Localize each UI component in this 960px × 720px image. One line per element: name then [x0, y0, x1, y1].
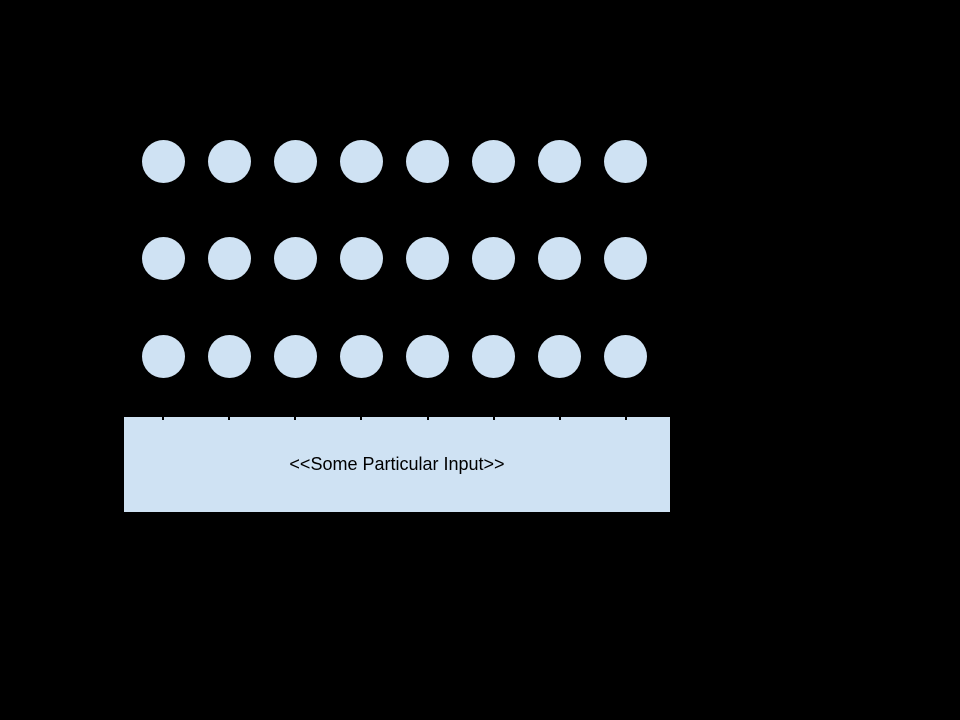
- connector-tick: [294, 416, 297, 420]
- network-node: [472, 139, 516, 183]
- network-node: [538, 334, 582, 378]
- network-node: [472, 237, 516, 280]
- network-node: [141, 139, 185, 183]
- network-node: [604, 139, 648, 183]
- network-node: [538, 237, 582, 280]
- network-node: [207, 139, 251, 183]
- connector-tick: [162, 416, 164, 420]
- network-node: [339, 237, 383, 280]
- network-node: [406, 334, 450, 378]
- network-node: [273, 237, 317, 280]
- connector-tick: [492, 416, 495, 420]
- network-node: [207, 334, 251, 378]
- network-node: [141, 334, 185, 378]
- input-box: <<Some Particular Input>>: [124, 416, 670, 512]
- connector-tick: [360, 416, 363, 420]
- network-node: [406, 237, 450, 280]
- network-node: [339, 334, 383, 378]
- input-box-label: <<Some Particular Input>>: [289, 453, 505, 474]
- network-node: [273, 334, 317, 378]
- network-node: [604, 334, 648, 378]
- network-node: [273, 139, 317, 183]
- connector-tick: [228, 416, 231, 420]
- network-node: [207, 237, 251, 280]
- network-node: [472, 334, 516, 378]
- network-node: [141, 237, 185, 280]
- network-node: [538, 139, 582, 183]
- connector-tick: [426, 416, 429, 420]
- network-node: [604, 237, 648, 280]
- network-node: [406, 139, 450, 183]
- connector-tick: [624, 416, 627, 420]
- network-node: [339, 139, 383, 183]
- connector-tick: [558, 416, 561, 420]
